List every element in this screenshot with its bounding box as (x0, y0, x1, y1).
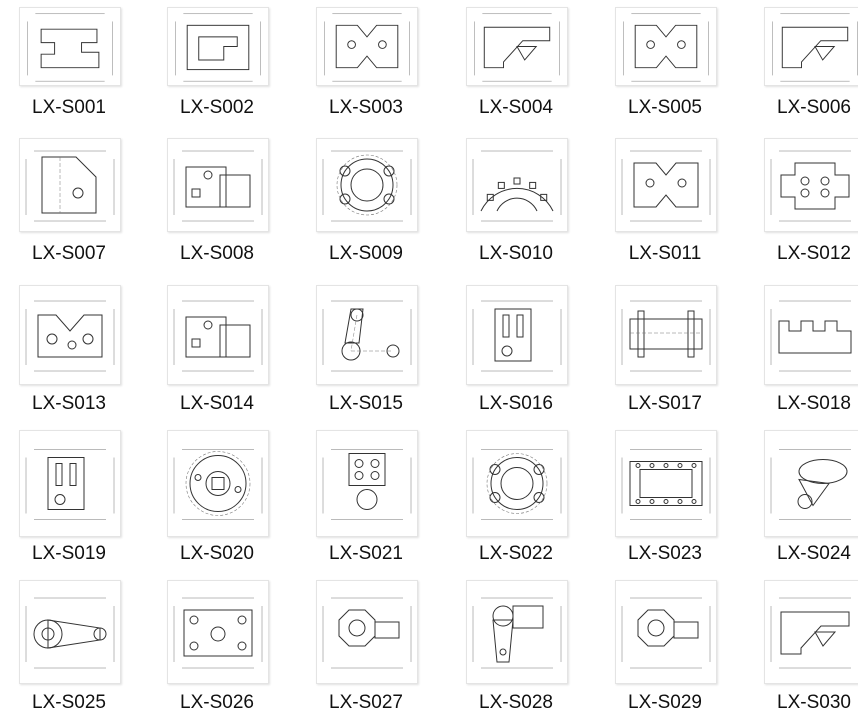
drawing-sketch (474, 13, 560, 82)
drawing-sketch (621, 300, 711, 372)
drawing-thumbnail[interactable] (764, 138, 858, 232)
drawing-code-label: LX-S017 (628, 393, 702, 414)
drawing-thumbnail[interactable] (466, 7, 568, 86)
drawing-thumbnail[interactable] (167, 7, 269, 86)
drawing-sketch (173, 449, 263, 520)
drawing-sketch (621, 150, 711, 222)
drawing-thumbnail[interactable] (466, 285, 568, 385)
drawing-code-label: LX-S026 (180, 692, 254, 713)
drawing-thumbnail[interactable] (466, 138, 568, 232)
drawing-code-label: LX-S002 (180, 97, 254, 118)
drawing-thumbnail[interactable] (167, 430, 269, 537)
drawing-thumbnail[interactable] (316, 7, 418, 86)
drawing-code-label: LX-S020 (180, 543, 254, 564)
drawing-code-label: LX-S015 (329, 393, 403, 414)
drawing-code-label: LX-S004 (479, 97, 553, 118)
drawing-code-label: LX-S009 (329, 243, 403, 264)
drawing-code-label: LX-S010 (479, 243, 553, 264)
drawing-sketch (322, 150, 412, 222)
drawing-thumbnail[interactable] (764, 7, 858, 86)
drawing-code-label: LX-S028 (479, 692, 553, 713)
drawing-code-label: LX-S019 (32, 543, 106, 564)
drawing-sketch (25, 300, 115, 372)
drawing-thumbnail[interactable] (19, 580, 121, 684)
drawing-thumbnail[interactable] (167, 285, 269, 385)
drawing-thumbnail[interactable] (19, 430, 121, 537)
drawing-thumbnail[interactable] (615, 138, 717, 232)
drawing-thumbnail[interactable] (764, 580, 858, 684)
drawing-sketch (621, 449, 711, 520)
drawing-sketch (173, 300, 263, 372)
drawing-code-label: LX-S027 (329, 692, 403, 713)
drawing-thumbnail[interactable] (19, 285, 121, 385)
drawing-code-label: LX-S024 (777, 543, 851, 564)
drawing-thumbnail[interactable] (167, 138, 269, 232)
drawing-sketch (472, 597, 562, 669)
drawing-thumbnail[interactable] (615, 7, 717, 86)
drawing-code-label: LX-S014 (180, 393, 254, 414)
drawing-sketch (322, 597, 412, 669)
drawing-code-label: LX-S012 (777, 243, 851, 264)
drawing-thumbnail[interactable] (316, 580, 418, 684)
drawing-thumbnail[interactable] (615, 430, 717, 537)
drawing-code-label: LX-S013 (32, 393, 106, 414)
drawing-sketch (27, 13, 113, 82)
drawing-code-label: LX-S006 (777, 97, 851, 118)
drawing-code-label: LX-S025 (32, 692, 106, 713)
drawing-sketch (770, 150, 851, 222)
drawing-sketch (175, 13, 261, 82)
drawing-thumbnail[interactable] (764, 285, 858, 385)
drawing-code-label: LX-S011 (628, 243, 702, 264)
drawing-sketch (770, 300, 852, 372)
drawing-sketch (472, 300, 562, 372)
drawing-sketch (472, 150, 562, 222)
drawing-thumbnail[interactable] (19, 7, 121, 86)
drawing-code-label: LX-S021 (329, 543, 403, 564)
drawing-sketch (623, 13, 709, 82)
drawing-code-label: LX-S007 (32, 243, 106, 264)
drawing-sketch (324, 13, 410, 82)
drawing-thumbnail[interactable] (316, 430, 418, 537)
drawing-thumbnail[interactable] (316, 138, 418, 232)
drawing-thumbnail[interactable] (19, 138, 121, 232)
drawing-sketch (173, 597, 263, 669)
drawing-sketch (322, 300, 412, 372)
drawing-code-label: LX-S018 (777, 393, 851, 414)
drawing-sketch (25, 449, 115, 520)
drawing-code-label: LX-S001 (32, 97, 106, 118)
drawing-code-label: LX-S022 (479, 543, 553, 564)
drawing-sketch (621, 597, 711, 669)
drawing-sketch (770, 449, 851, 520)
drawing-sketch (25, 150, 115, 222)
drawing-code-label: LX-S029 (628, 692, 702, 713)
drawing-sketch (472, 449, 562, 520)
drawing-thumbnail[interactable] (466, 580, 568, 684)
drawing-thumbnail[interactable] (466, 430, 568, 537)
drawing-sketch (25, 597, 115, 669)
drawing-code-label: LX-S005 (628, 97, 702, 118)
drawing-thumbnail[interactable] (764, 430, 858, 537)
drawing-code-label: LX-S016 (479, 393, 553, 414)
drawing-thumbnail[interactable] (167, 580, 269, 684)
drawing-sketch (770, 597, 851, 669)
drawing-code-label: LX-S008 (180, 243, 254, 264)
drawing-code-label: LX-S030 (777, 692, 851, 713)
drawing-thumbnail[interactable] (615, 580, 717, 684)
drawing-thumbnail[interactable] (615, 285, 717, 385)
drawing-sketch (322, 449, 412, 520)
drawing-sketch (173, 150, 263, 222)
drawing-code-label: LX-S023 (628, 543, 702, 564)
drawing-thumbnail[interactable] (316, 285, 418, 385)
drawing-code-label: LX-S003 (329, 97, 403, 118)
drawing-sketch (772, 13, 858, 82)
